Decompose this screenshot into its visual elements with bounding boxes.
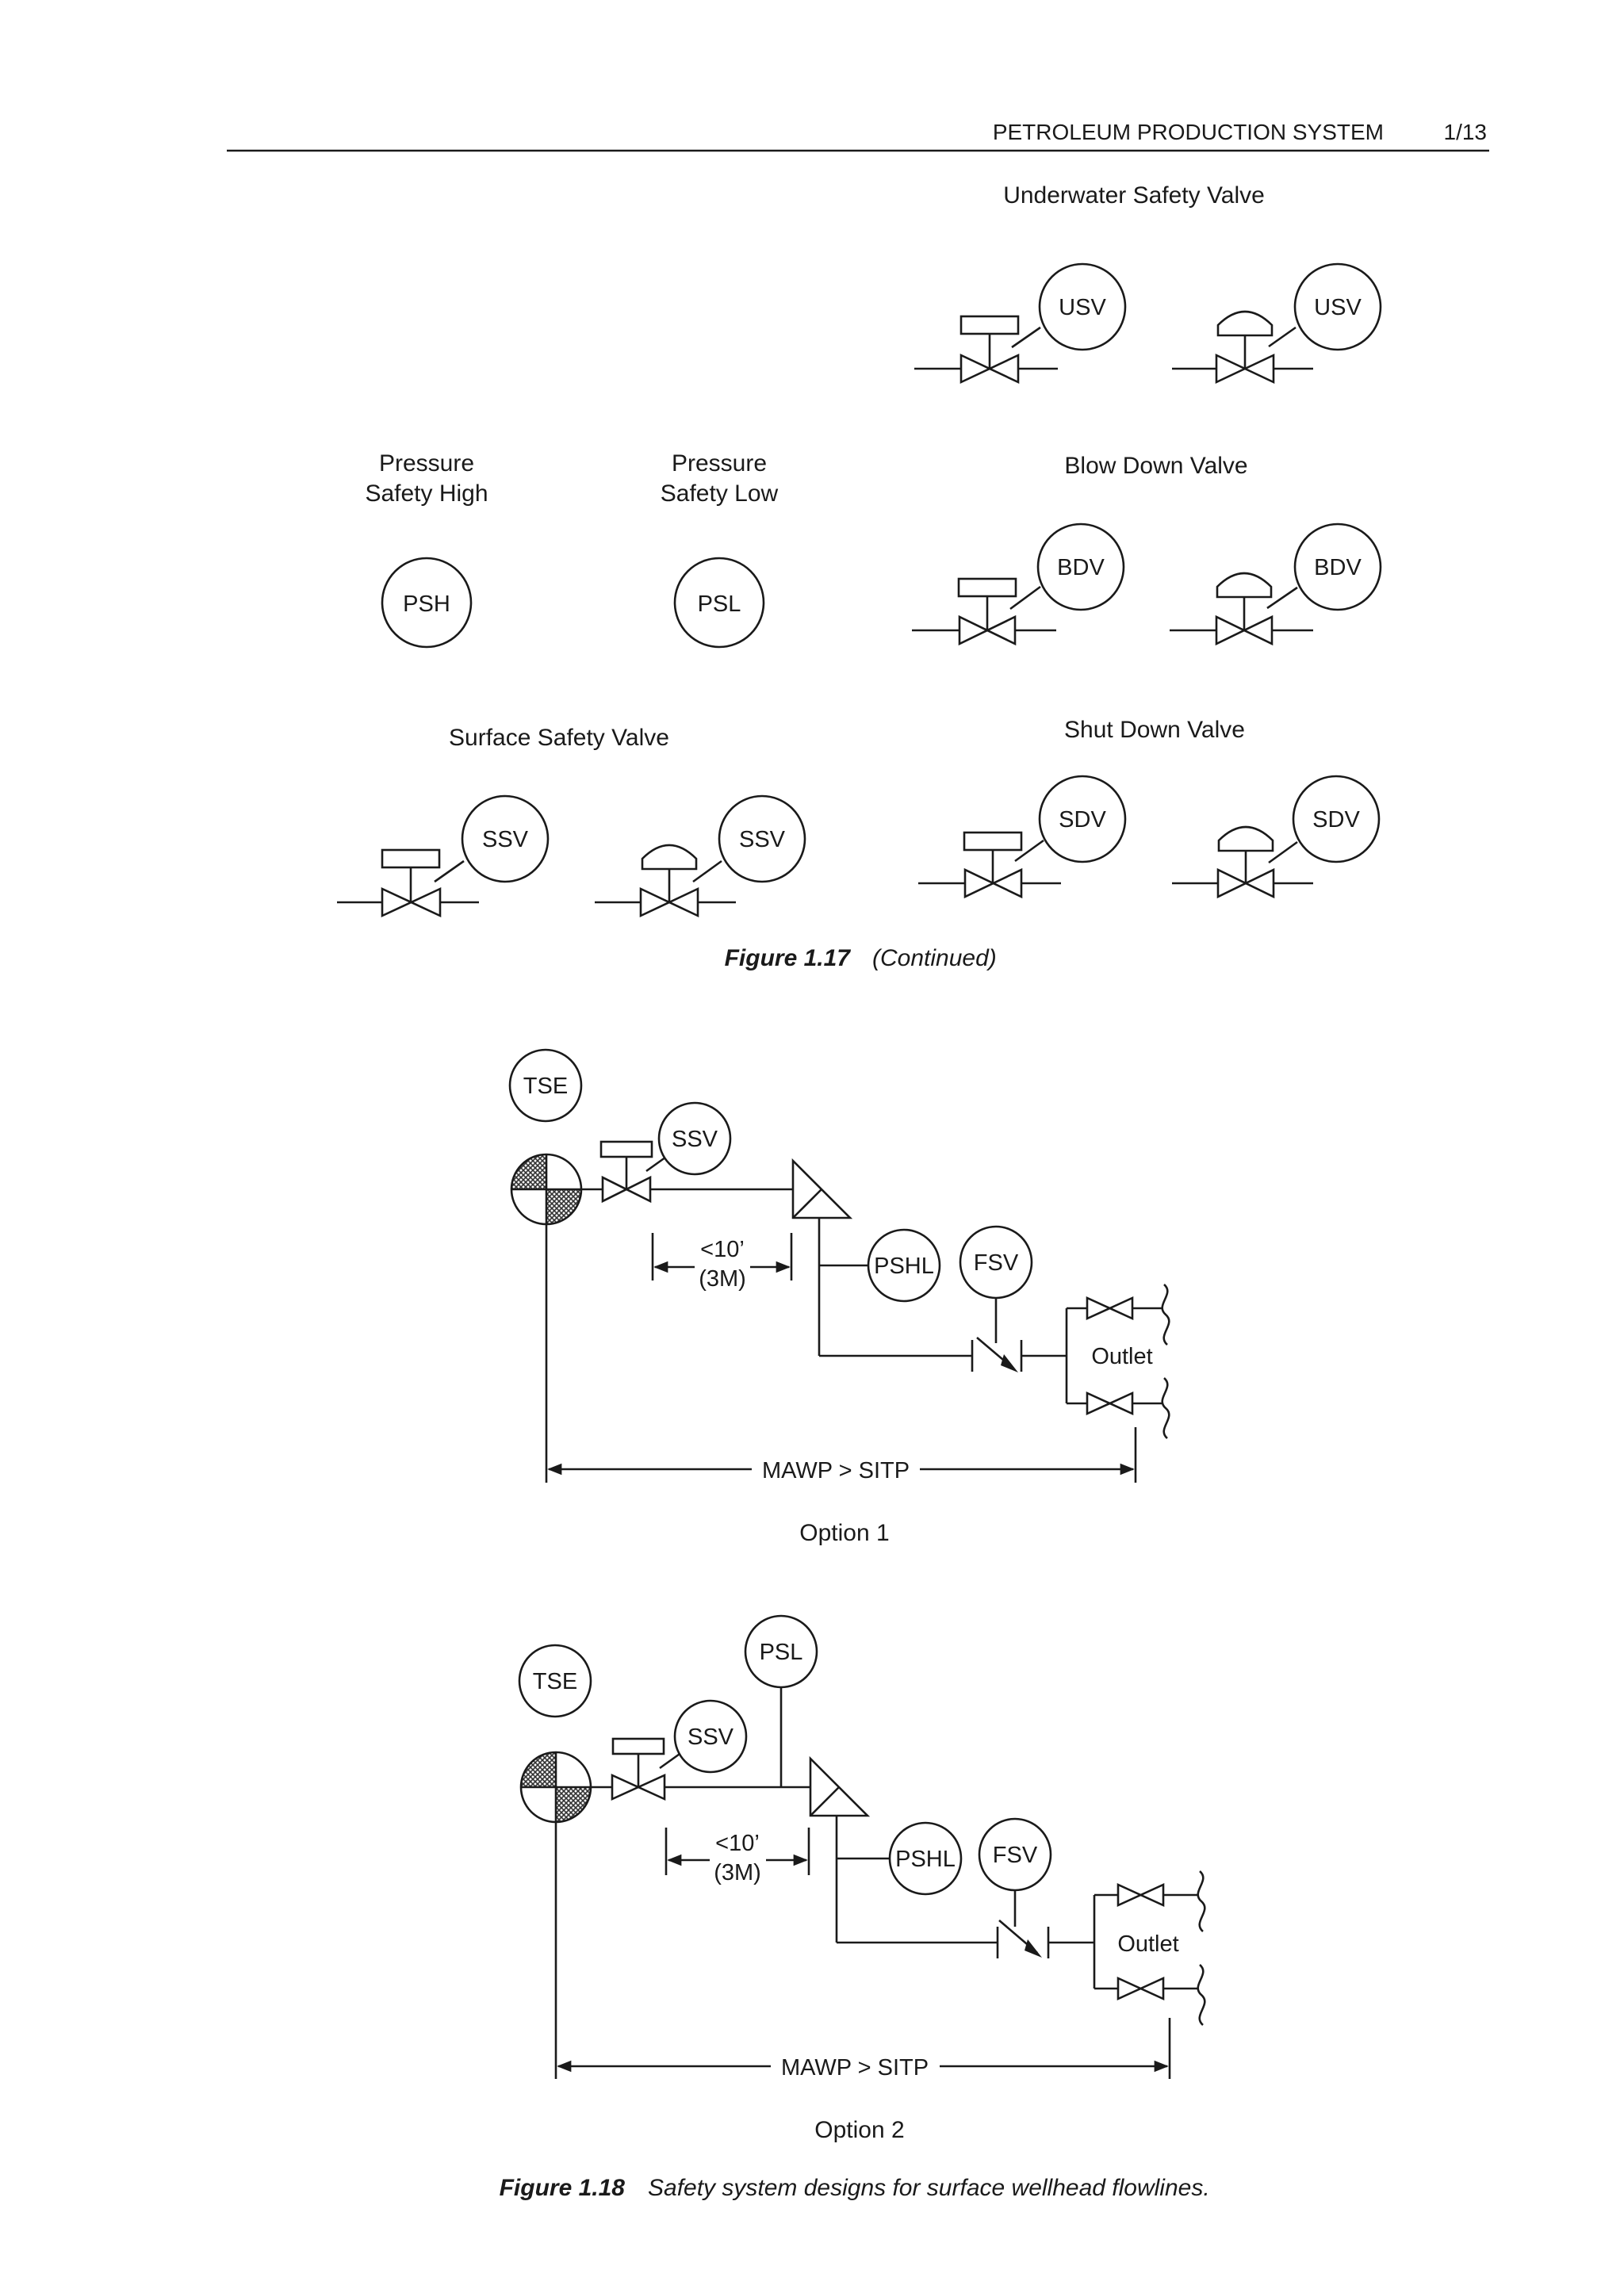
figure-1-17-label: Figure 1.17 [725,945,852,971]
ssv-tag-a: SSV [482,827,529,852]
sdv-valve-dome-actuator: SDV [1172,775,1381,899]
usv-title: Underwater Safety Valve [1003,182,1265,209]
ssv-title: Surface Safety Valve [449,725,669,751]
ssv-tag-b: SSV [739,827,786,852]
ssv-group: Surface Safety Valve SSV SSV [337,725,806,918]
option2-psl-tag: PSL [760,1640,803,1665]
bdv-tag-b: BDV [1314,555,1362,580]
page-number: 1/13 [1444,120,1488,144]
option1-outlet-label: Outlet [1091,1344,1152,1369]
sdv-tag-b: SDV [1312,807,1360,833]
running-title: PETROLEUM PRODUCTION SYSTEM [993,120,1384,144]
option2-fsv-tag: FSV [993,1843,1038,1868]
option2-distance-dimension: <10’ (3M) [665,1828,810,1885]
sdv-group: Shut Down Valve SDV SDV [918,717,1381,899]
option1-label: Option 1 [799,1520,889,1546]
sdv-title: Shut Down Valve [1064,717,1245,743]
option1-tse-bubble [508,1048,583,1123]
option1-pshl-bubble [867,1228,941,1303]
option1-ssv-valve: SSV [581,1101,732,1204]
option1-mawp-label: MAWP > SITP [762,1458,910,1483]
option2-ssv-valve: SSV [591,1699,748,1801]
option2-outlet-manifold: Outlet [1093,1870,1206,2026]
sdv-tag-a: SDV [1059,807,1106,833]
option1-wellhead-symbol [510,1153,583,1226]
psh-title-line2: Safety High [365,480,488,507]
usv-tag-b: USV [1314,295,1362,320]
bdv-tag-a: BDV [1057,555,1105,580]
psl-tag: PSL [698,591,741,617]
option2-choke-symbol [809,1755,871,1817]
psl-title-line1: Pressure [672,450,767,477]
psh-tag: PSH [403,591,450,617]
psh-group: Pressure Safety High PSH [365,450,488,649]
option2-pshl-tag: PSHL [895,1847,956,1872]
option2-pshl-bubble [888,1821,963,1896]
option1-distance-line2: (3M) [699,1266,746,1292]
usv-group: Underwater Safety Valve USV [914,182,1382,385]
option-1-diagram: TSE SSV [508,1048,1170,1546]
figure-1-17: Underwater Safety Valve USV [337,182,1382,971]
option2-psl-bubble [744,1614,818,1689]
usv-valve-dome-actuator: USV [1172,262,1382,385]
option2-check-valve: FSV [978,1817,1052,1958]
psh-title-line1: Pressure [379,450,474,477]
sdv-valve-rect-actuator: SDV [918,775,1127,899]
psl-title-line2: Safety Low [661,480,779,507]
option1-mawp-dimension: MAWP > SITP [547,1427,1137,1483]
ssv-valve-rect-actuator: SSV [337,794,550,918]
bdv-valve-rect-actuator: BDV [912,523,1125,646]
option2-mawp-dimension: MAWP > SITP [557,2018,1171,2081]
option-2-diagram: TSE SSV PSL [518,1614,1206,2143]
figure-1-18-text: Safety system designs for surface wellhe… [648,2175,1210,2201]
option2-tse-tag: TSE [533,1669,577,1694]
option1-outlet-manifold: Outlet [1065,1284,1170,1439]
usv-valve-rect-actuator: USV [914,262,1127,385]
option1-ssv-tag: SSV [672,1127,718,1152]
option2-mawp-label: MAWP > SITP [781,2055,929,2081]
running-header: PETROLEUM PRODUCTION SYSTEM 1/13 [227,120,1489,152]
option1-pshl-tag: PSHL [874,1254,934,1279]
bdv-group: Blow Down Valve BDV BDV [912,453,1382,646]
option2-distance-line1: <10’ [715,1831,760,1856]
figure-1-18-caption: Figure 1.18 Safety system designs for su… [500,2175,1210,2201]
option1-distance-line1: <10’ [700,1237,745,1262]
option2-label: Option 2 [814,2117,904,2143]
bdv-title: Blow Down Valve [1064,453,1247,479]
option2-distance-line2: (3M) [714,1860,761,1885]
figure-1-17-caption: (Continued) [872,945,997,971]
option2-wellhead-symbol [519,1751,592,1824]
ssv-valve-dome-actuator: SSV [595,794,806,918]
usv-tag-a: USV [1059,295,1106,320]
option1-check-valve: FSV [959,1225,1033,1372]
bdv-valve-dome-actuator: BDV [1170,523,1382,646]
psl-group: Pressure Safety Low PSL [661,450,779,649]
option1-fsv-tag: FSV [974,1250,1019,1276]
option2-tse-bubble [518,1644,592,1718]
option1-distance-dimension: <10’ (3M) [651,1233,793,1292]
option1-choke-symbol [791,1158,853,1219]
figure-1-18-label: Figure 1.18 [500,2175,626,2201]
option1-tse-tag: TSE [523,1074,568,1099]
option2-outlet-label: Outlet [1117,1931,1178,1957]
option2-ssv-tag: SSV [688,1725,734,1750]
